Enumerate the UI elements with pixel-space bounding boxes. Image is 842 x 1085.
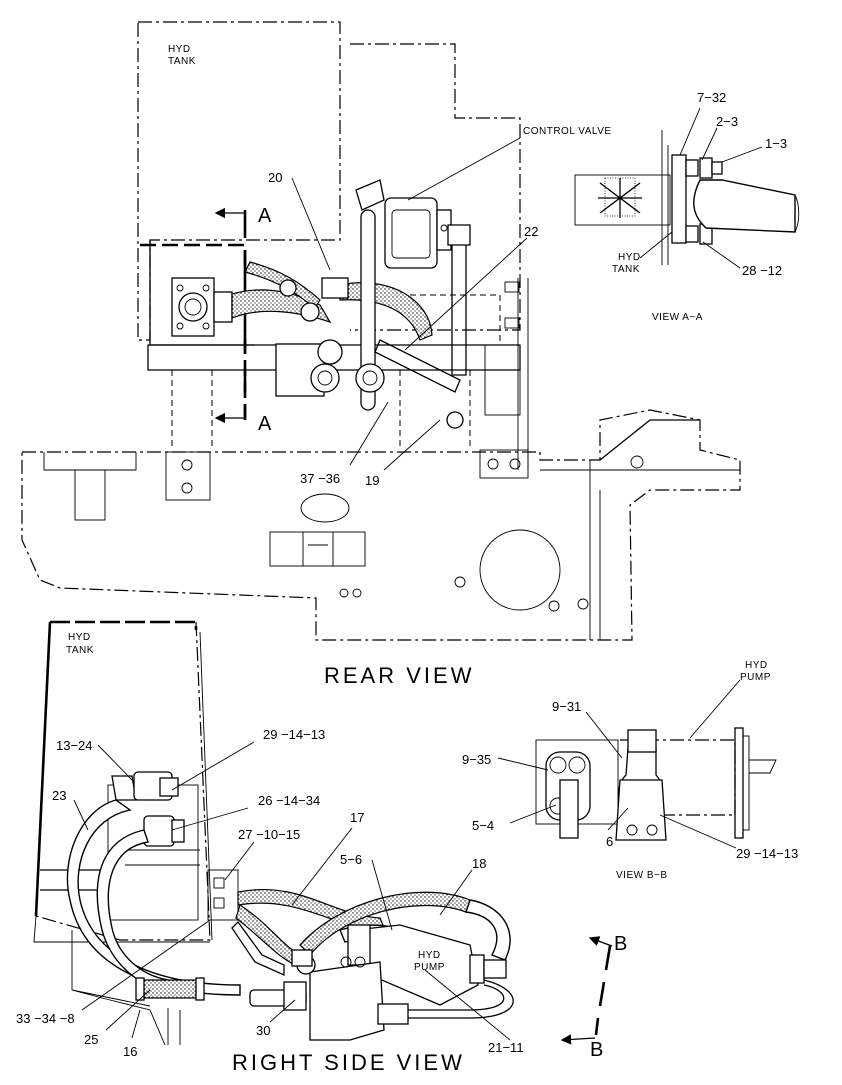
view-aa-title: VIEW A−A — [652, 312, 703, 323]
callout-28-12: 28 −12 — [742, 263, 782, 278]
view-b-b: HYD PUMP 9−31 9−35 5−4 6 29 −14−13 VIEW … — [462, 660, 798, 881]
view-a-a: 7−32 2−3 1−3 HYD TANK 28 −12 VIEW A−A — [574, 90, 800, 323]
section-mark-a-bottom: A — [258, 413, 272, 435]
callout-9-35: 9−35 — [462, 752, 491, 767]
rear-view: HYD TANK CONTROL VALVE A A 20 22 37 −36 … — [21, 21, 741, 688]
callout-29-14-13-b: 29 −14−13 — [736, 846, 798, 861]
callout-18: 18 — [472, 856, 486, 871]
callout-22: 22 — [524, 224, 538, 239]
control-valve-label: CONTROL VALVE — [523, 126, 612, 137]
view-aa-hyd-tank-label-1: HYD — [618, 252, 641, 263]
callout-27-10-15: 27 −10−15 — [238, 827, 300, 842]
right-side-view-title: RIGHT SIDE VIEW — [232, 1050, 465, 1075]
callout-21-11: 21−11 — [488, 1040, 524, 1055]
callout-5-4: 5−4 — [472, 818, 494, 833]
callout-37-36: 37 −36 — [300, 471, 340, 486]
view-aa-hyd-tank-label-2: TANK — [612, 264, 640, 275]
callout-13-24: 13−24 — [56, 738, 93, 753]
section-mark-b-bottom: B — [590, 1039, 603, 1061]
callout-20: 20 — [268, 170, 282, 185]
view-bb-hyd-pump-label-2: PUMP — [740, 672, 771, 683]
callout-33-34-8: 33 −34 −8 — [16, 1011, 75, 1026]
callout-6: 6 — [606, 834, 613, 849]
side-hyd-tank-label-2: TANK — [66, 645, 94, 656]
section-mark-b-top: B — [614, 933, 627, 955]
callout-2-3: 2−3 — [716, 114, 738, 129]
side-hyd-tank-label-1: HYD — [68, 632, 91, 643]
side-hyd-pump-label-2: PUMP — [414, 962, 445, 973]
callout-5-6: 5−6 — [340, 852, 362, 867]
callout-19: 19 — [365, 473, 379, 488]
callout-29-14-13: 29 −14−13 — [263, 727, 325, 742]
section-mark-a-top: A — [258, 205, 272, 227]
callout-26-14-34: 26 −14−34 — [258, 793, 320, 808]
view-bb-hyd-pump-label-1: HYD — [745, 660, 768, 671]
rear-hyd-tank-label-1: HYD — [168, 44, 191, 55]
callout-25: 25 — [84, 1032, 98, 1047]
rear-hyd-tank-label-2: TANK — [168, 56, 196, 67]
callout-7-32: 7−32 — [697, 90, 726, 105]
view-bb-title: VIEW B−B — [616, 870, 668, 881]
callout-30: 30 — [256, 1023, 270, 1038]
callout-1-3: 1−3 — [765, 136, 787, 151]
callout-16: 16 — [123, 1044, 137, 1059]
side-hyd-pump-label-1: HYD — [418, 950, 441, 961]
callout-17: 17 — [350, 810, 364, 825]
rear-view-title: REAR VIEW — [324, 663, 474, 688]
right-side-view: HYD TANK 29 −14−13 13−24 26 −14−34 23 27… — [16, 620, 627, 1075]
callout-9-31: 9−31 — [552, 699, 581, 714]
callout-23: 23 — [52, 788, 66, 803]
